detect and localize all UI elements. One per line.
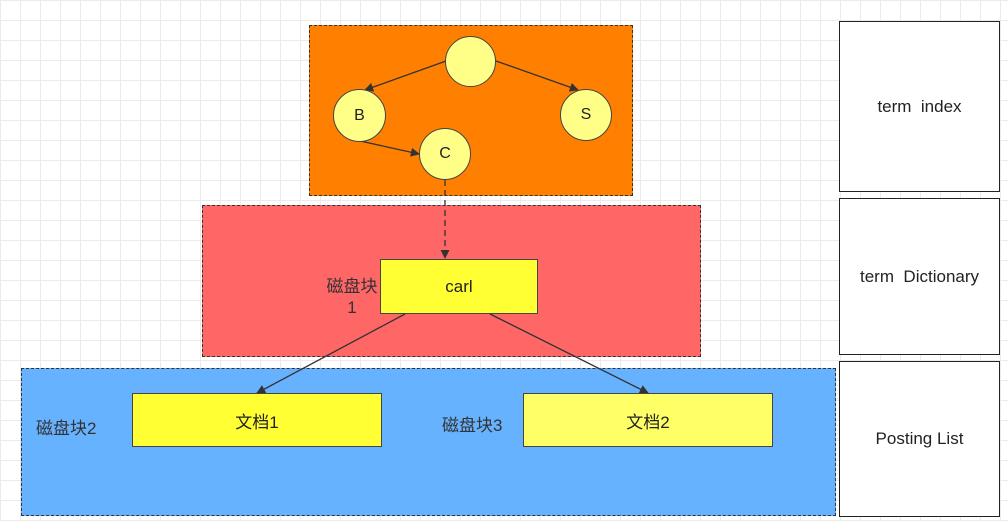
- node-b-label: B: [354, 106, 365, 124]
- tree-node-c: C: [419, 128, 471, 180]
- disk-block-2-label: 磁盘块2: [36, 419, 97, 438]
- document-2-block: 文档2: [523, 393, 773, 447]
- legend-term-index-label: term index: [877, 96, 962, 116]
- node-c-label: C: [439, 145, 451, 162]
- edge-b-to-c: [359, 140, 420, 157]
- edge-root-to-s: [495, 60, 579, 92]
- document-1-label: 文档1: [235, 412, 279, 432]
- legend-posting-list-label: Posting List: [875, 429, 964, 448]
- node-s-label: S: [580, 106, 592, 123]
- legend-term-dictionary-label: term Dictionary: [859, 266, 980, 286]
- edge-carl-to-doc1: [256, 313, 406, 394]
- tree-root-node: [445, 36, 496, 87]
- tree-node-b: B: [333, 89, 386, 142]
- term-carl-block: carl: [380, 259, 538, 314]
- document-1-block: 文档1: [132, 393, 382, 447]
- edge-root-to-b: [364, 60, 447, 92]
- tree-node-s: S: [560, 89, 612, 141]
- document-2-label: 文档2: [626, 412, 670, 432]
- term-carl-label: carl: [445, 276, 473, 296]
- legend-term-index: term index: [839, 21, 1000, 192]
- disk-block-1-label: 磁盘块 1: [326, 277, 378, 317]
- legend-posting-list: Posting List: [839, 361, 1000, 517]
- legend-term-dictionary: term Dictionary: [839, 198, 1000, 355]
- edge-carl-to-doc2: [489, 313, 649, 394]
- disk-block-3-label: 磁盘块3: [442, 416, 503, 435]
